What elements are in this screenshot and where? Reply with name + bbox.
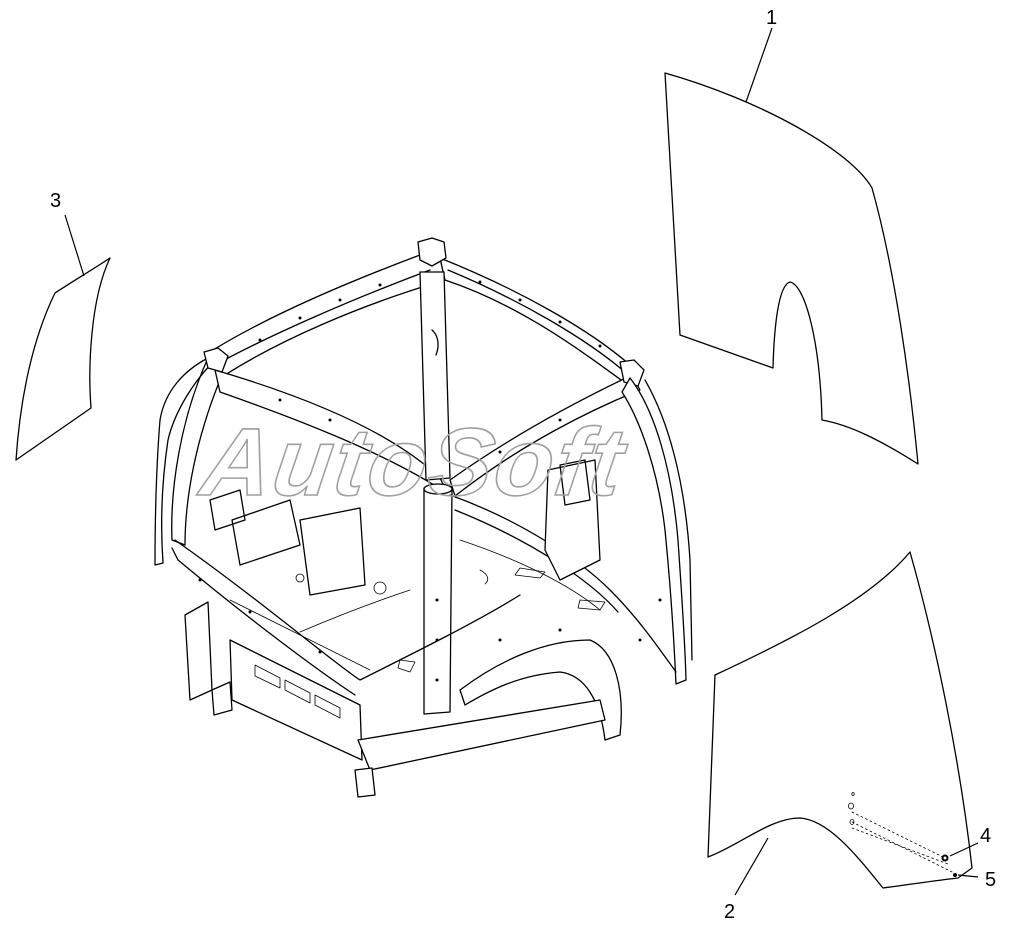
callout-4: 4	[980, 825, 991, 847]
glass-panel-3	[15, 257, 111, 461]
cab-frame	[154, 237, 693, 798]
grommet-4	[941, 854, 949, 862]
callout-1: 1	[766, 7, 777, 29]
screw-5	[953, 873, 957, 877]
watermark: AutoSoft	[194, 409, 634, 515]
glass-panel-1	[664, 72, 919, 465]
leader-lines	[64, 27, 979, 896]
callout-5: 5	[985, 869, 996, 891]
glass-panel-2	[707, 551, 973, 889]
callout-3: 3	[50, 190, 61, 212]
callout-2: 2	[724, 901, 735, 923]
